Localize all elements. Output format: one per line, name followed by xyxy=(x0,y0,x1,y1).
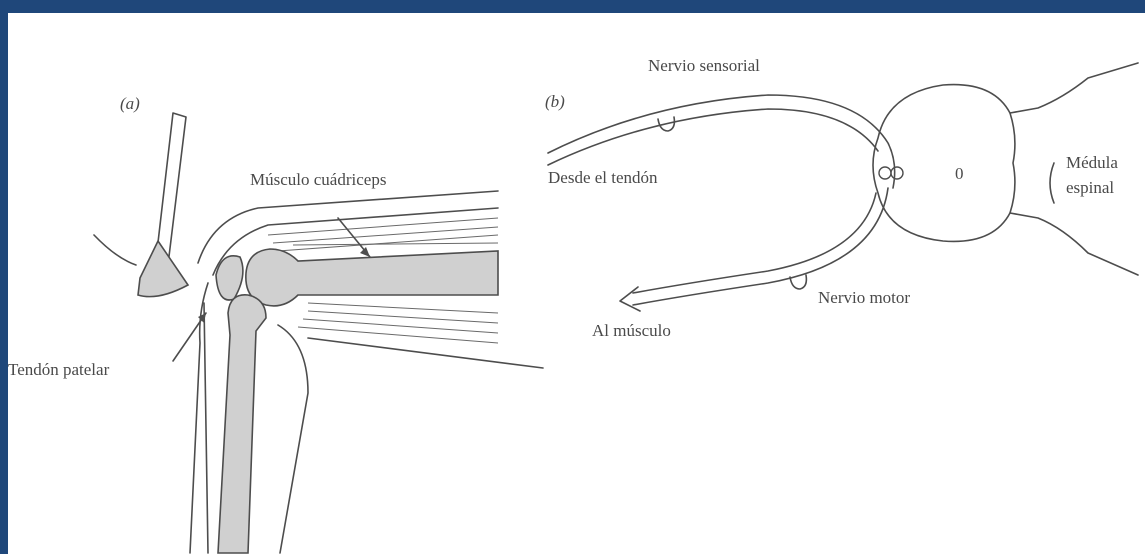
panel-b-illustration: (b) Nervio sensorial Desde el tendón Méd… xyxy=(545,56,1138,340)
panel-b-label: (b) xyxy=(545,92,565,111)
to-muscle-label: Al músculo xyxy=(592,321,671,340)
swing-arc xyxy=(94,235,136,265)
shin-front xyxy=(204,303,208,553)
reflex-hammer xyxy=(94,113,188,297)
tendon-pointer xyxy=(173,313,206,361)
panel-a-illustration: (a) Músculo cuádriceps Tendón patelar xyxy=(8,94,543,553)
calf-outline xyxy=(278,325,308,553)
figure-panel: (a) Músculo cuádriceps Tendón patelar xyxy=(8,13,1145,554)
spinal-cord-label-2: espinal xyxy=(1066,178,1114,197)
synapse-circles xyxy=(879,167,903,179)
tendon-label: Tendón patelar xyxy=(8,360,110,379)
center-label: 0 xyxy=(955,164,964,183)
thigh-underside xyxy=(308,338,543,368)
motor-nerve-label: Nervio motor xyxy=(818,288,910,307)
panel-a-label: (a) xyxy=(120,94,140,113)
muscle-label: Músculo cuádriceps xyxy=(250,170,386,189)
from-tendon-label: Desde el tendón xyxy=(548,168,658,187)
femur-bone xyxy=(246,249,498,306)
reflex-diagram: (a) Músculo cuádriceps Tendón patelar xyxy=(8,13,1145,554)
tibia-bone xyxy=(218,295,266,553)
to-muscle-arrowhead xyxy=(620,287,640,311)
spinal-cord-label-1: Médula xyxy=(1066,153,1118,172)
sensory-nerve-label: Nervio sensorial xyxy=(648,56,760,75)
